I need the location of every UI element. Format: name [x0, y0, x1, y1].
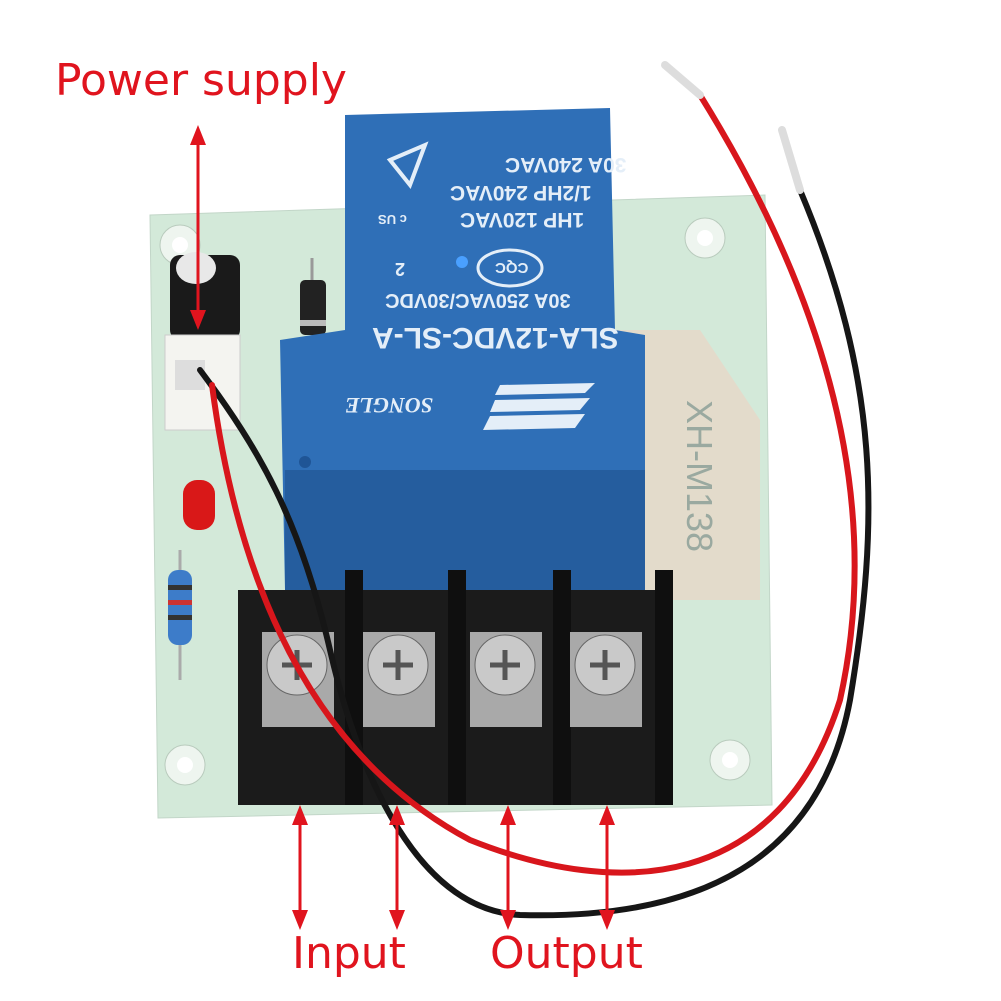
cqc-cert-icon [476, 248, 544, 288]
output-arrow [599, 805, 615, 930]
relay-contact-rating: 30A 250VAC/30VDC [385, 289, 571, 311]
screw-terminal [363, 632, 435, 727]
terminal-block [238, 570, 673, 805]
output-arrow [500, 805, 516, 930]
input-arrow [292, 805, 308, 930]
wires [197, 61, 872, 919]
relay-brand: SONGLE [345, 393, 434, 418]
power-supply-label: Power supply [55, 55, 347, 106]
capacitor [170, 252, 240, 340]
power-supply-arrow [190, 125, 206, 330]
relay-model: SLA-12VDC-SL-A [372, 321, 619, 354]
power-connector [164, 334, 241, 431]
relay-pin-number: 2 [395, 259, 406, 279]
screw-terminal [470, 632, 542, 727]
relay-rating-3: 1HP 120VAC [460, 208, 585, 231]
screw-terminal [570, 632, 642, 727]
relay-ul-cert: c US [378, 212, 407, 227]
input-arrow [389, 805, 405, 930]
board-model: XH-M138 [679, 400, 720, 553]
led [183, 480, 215, 530]
relay [280, 108, 645, 590]
triangle-cert-icon [386, 141, 429, 189]
songle-logo-icon [483, 383, 595, 430]
output-label: Output [490, 928, 643, 979]
input-label: Input [292, 928, 406, 979]
resistor [168, 550, 192, 680]
relay-rating-1: 30A 240VAC [505, 153, 627, 176]
diode [300, 258, 326, 345]
annotation-arrows [190, 125, 615, 930]
relay-cqc-cert: CQC [495, 259, 529, 276]
relay-rating-2: 1/2HP 240VAC [450, 181, 592, 204]
